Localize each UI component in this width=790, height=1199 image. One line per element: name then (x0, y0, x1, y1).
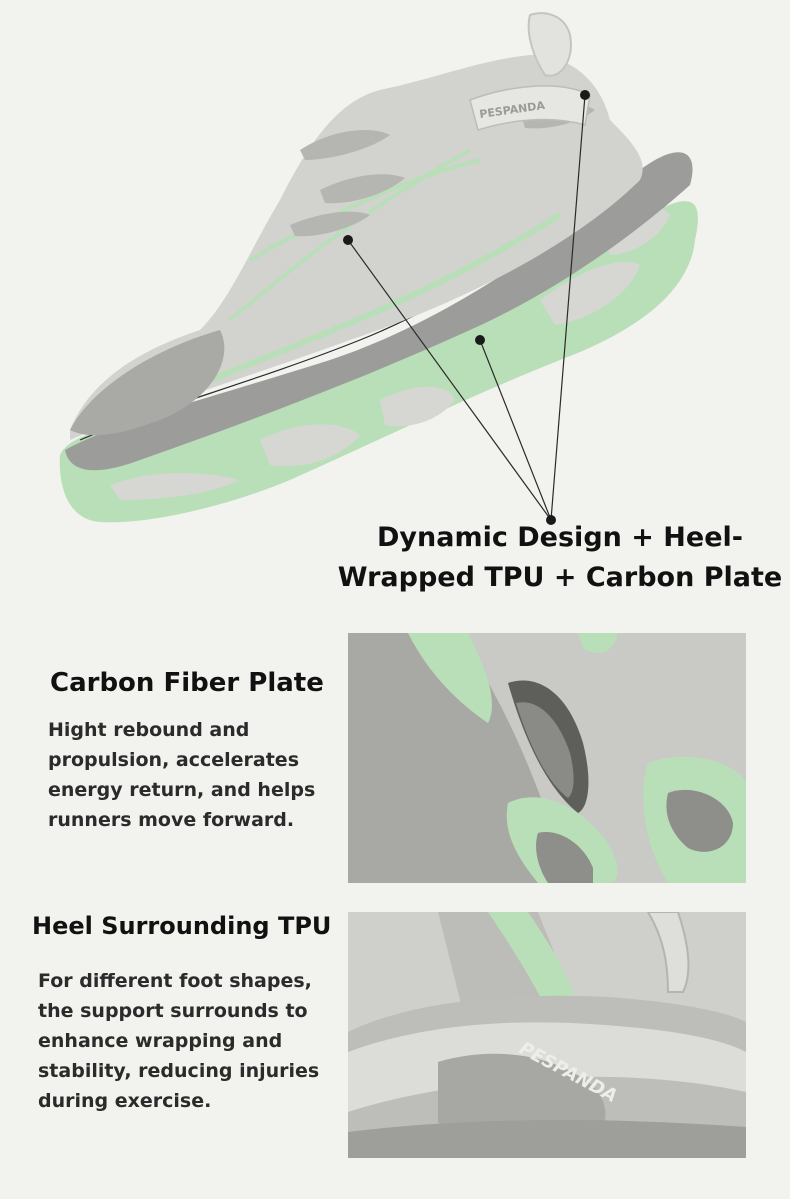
feature-title-carbon-plate: Carbon Fiber Plate (50, 668, 324, 698)
feature-description-carbon-plate: Hight rebound and propulsion, accelerate… (48, 719, 316, 831)
feature-title-heel-tpu: Heel Surrounding TPU (32, 912, 332, 940)
feature-description-heel-tpu: For different foot shapes, the support s… (38, 970, 320, 1112)
heel-tpu-closeup-image: PESPANDA (348, 912, 746, 1158)
shoe-hero-image: PESPANDA (59, 12, 698, 525)
carbon-plate-closeup-image (348, 633, 746, 883)
callout-heading: Dynamic Design + Heel-Wrapped TPU + Carb… (337, 522, 783, 593)
